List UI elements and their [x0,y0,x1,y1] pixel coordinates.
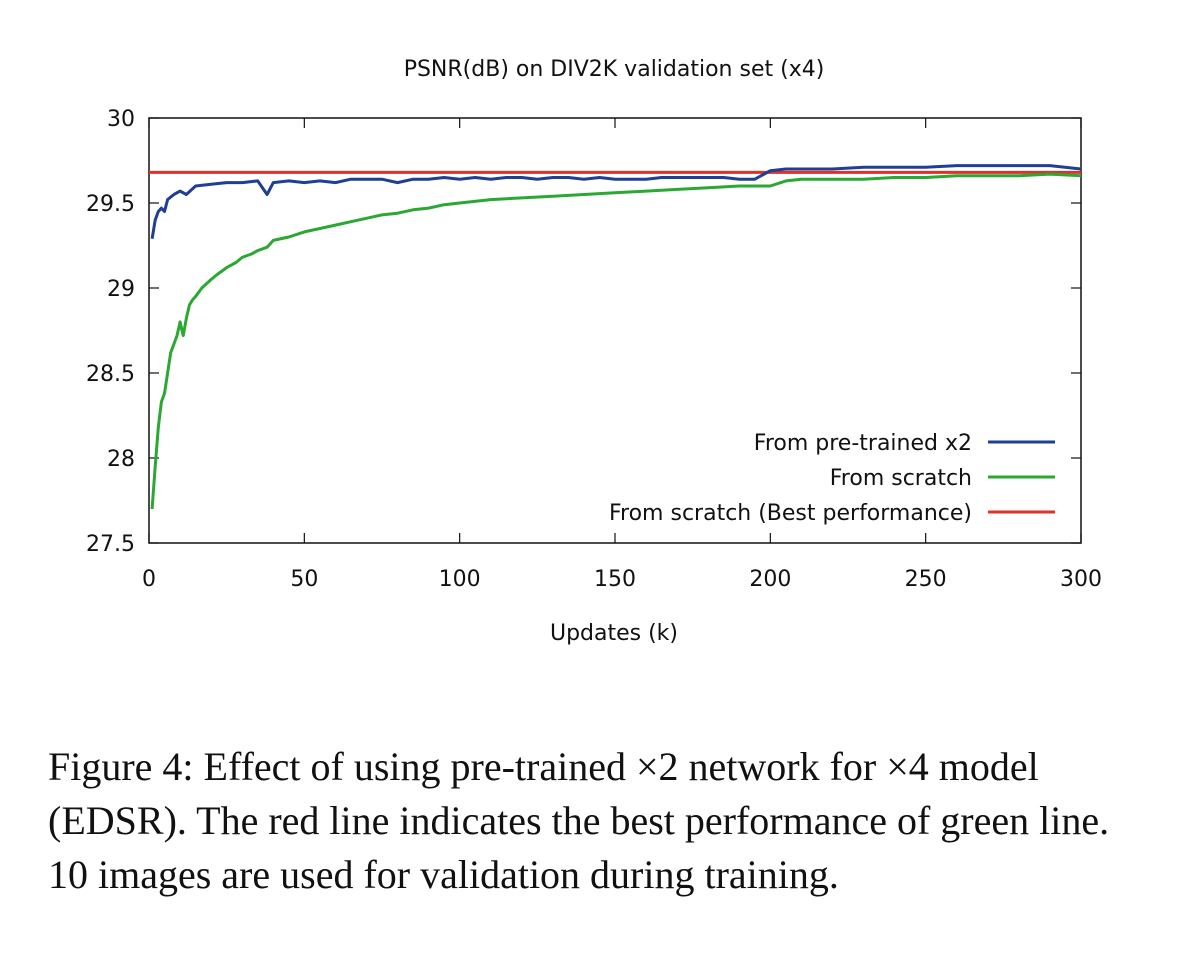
x-tick-label: 300 [1060,567,1102,592]
legend-label: From scratch (Best performance) [609,501,972,526]
x-axis-label: Updates (k) [550,621,678,646]
series-line-1 [150,172,1082,510]
x-tick-label: 50 [290,567,318,592]
x-tick-label: 200 [749,567,791,592]
x-tick-label: 250 [905,567,947,592]
axis-ticks-group: 0 50 100 150 200 250 300 27.5 28 28.5 29 29.5 30 [86,107,1102,592]
y-tick-label: 29 [107,277,135,302]
series-line-0 [150,164,1082,239]
y-tick-label: 28.5 [86,362,135,387]
x-tick-label: 0 [142,567,156,592]
figure-caption: Figure 4: Effect of using pre-trained ×2… [48,744,1110,897]
y-tick-label: 29.5 [86,192,135,217]
y-tick-label: 30 [107,107,135,132]
y-tick-label: 28 [107,447,135,472]
series-group [149,164,1082,510]
legend-label: From pre-trained x2 [754,431,972,456]
psnr-line-chart: PSNR(dB) on DIV2K validation set (x4) Up… [86,57,1102,646]
legend-label: From scratch [830,466,972,491]
y-tick-label: 27.5 [86,532,135,557]
x-tick-label: 150 [594,567,636,592]
chart-title: PSNR(dB) on DIV2K validation set (x4) [404,57,825,82]
x-tick-label: 100 [439,567,481,592]
